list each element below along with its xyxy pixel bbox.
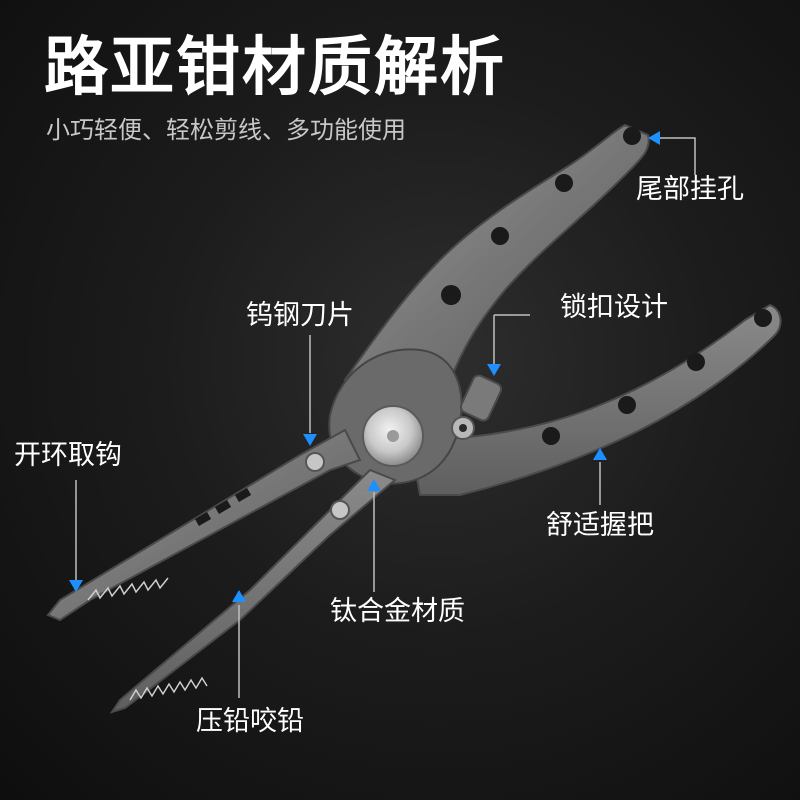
- label-tungsten-blade: 钨钢刀片: [246, 300, 354, 331]
- label-tail-hole: 尾部挂孔: [636, 174, 744, 205]
- label-hook-remover: 开环取钩: [14, 440, 122, 471]
- page-subtitle: 小巧轻便、轻松剪线、多功能使用: [46, 116, 406, 144]
- upper-jaw: [46, 428, 362, 622]
- callout-arrows: [69, 131, 660, 602]
- label-lock-design: 锁扣设计: [560, 292, 668, 323]
- callout-lines: [75, 137, 696, 698]
- upper-handle: [343, 123, 650, 397]
- lower-handle: [408, 303, 782, 496]
- page-title: 路亚钳材质解析: [44, 31, 506, 105]
- lower-jaw: [109, 468, 397, 714]
- label-titanium: 钛合金材质: [330, 596, 465, 627]
- label-crimp-lead: 压铅咬铅: [196, 706, 304, 737]
- lock-button: [451, 374, 503, 440]
- tail-hole: [623, 127, 641, 145]
- label-grip: 舒适握把: [546, 510, 654, 541]
